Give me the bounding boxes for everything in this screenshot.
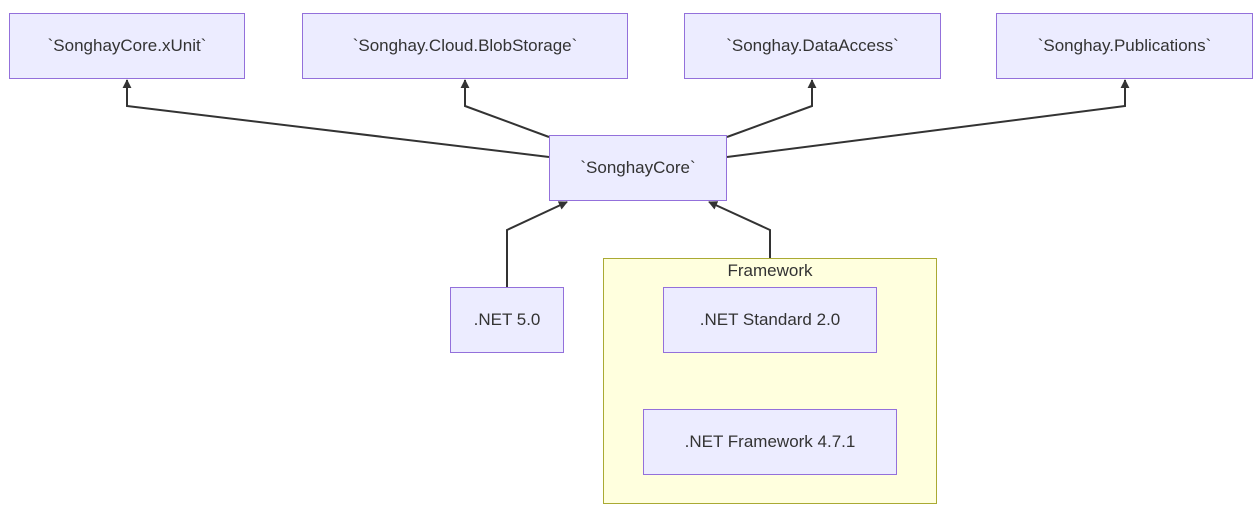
node-net-5-label: .NET 5.0 — [473, 310, 541, 329]
edge-core-to-dataaccess — [726, 79, 817, 138]
cluster-framework-label: Framework — [727, 261, 813, 280]
node-net-standard[interactable]: .NET Standard 2.0 — [663, 287, 877, 353]
node-net-standard-label: .NET Standard 2.0 — [699, 310, 841, 329]
node-songhaycore-xunit-label: `SonghayCore.xUnit` — [47, 36, 207, 55]
node-songhay-publications-label: `Songhay.Publications` — [1037, 36, 1212, 55]
node-net-framework[interactable]: .NET Framework 4.7.1 — [643, 409, 897, 475]
node-songhay-dataaccess[interactable]: `Songhay.DataAccess` — [684, 13, 941, 79]
node-net-5[interactable]: .NET 5.0 — [450, 287, 564, 353]
edge-core-to-xunit — [122, 79, 550, 158]
edge-core-to-blob — [460, 79, 550, 138]
node-songhaycore[interactable]: `SonghayCore` — [549, 135, 727, 201]
edge-core-to-publications — [726, 79, 1130, 158]
node-net-framework-label: .NET Framework 4.7.1 — [684, 432, 856, 451]
node-songhaycore-label: `SonghayCore` — [580, 158, 696, 177]
node-songhaycore-xunit[interactable]: `SonghayCore.xUnit` — [9, 13, 245, 79]
node-songhay-publications[interactable]: `Songhay.Publications` — [996, 13, 1253, 79]
node-songhay-dataaccess-label: `Songhay.DataAccess` — [726, 36, 899, 55]
node-songhay-cloud-blobstorage[interactable]: `Songhay.Cloud.BlobStorage` — [302, 13, 628, 79]
node-songhay-cloud-blobstorage-label: `Songhay.Cloud.BlobStorage` — [352, 36, 578, 55]
edge-net5-to-core — [506, 201, 568, 287]
